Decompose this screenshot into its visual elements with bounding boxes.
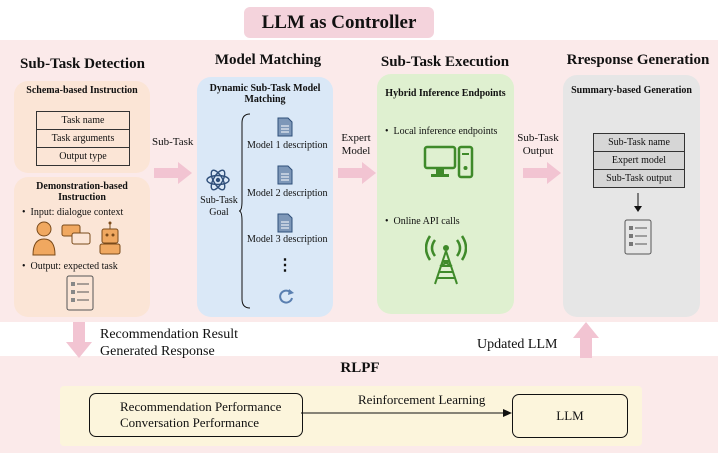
expert-model-arrow (338, 162, 376, 184)
rlpf-title: RLPF (340, 360, 380, 376)
model-document-icon (277, 117, 293, 137)
demonstration-input-label: Input: dialogue context (30, 207, 124, 218)
schema-instruction-title: Schema-based Instruction (26, 85, 138, 96)
local-endpoints-item: • Local inference endpoints (385, 126, 498, 137)
local-endpoints-label: Local inference endpoints (393, 126, 498, 137)
schema-instruction-panel: Schema-based Instruction Task name Task … (14, 81, 150, 173)
task-document-icon (66, 275, 94, 311)
model-description-2: Model 2 description (247, 188, 328, 199)
reinforcement-learning-label: Reinforcement Learning (358, 392, 486, 407)
page-title: LLM as Controller (244, 7, 434, 38)
column-title-response: Rresponse Generation (566, 52, 710, 68)
updated-llm-label: Updated LLM (477, 337, 558, 352)
performance-box: Recommendation Performance Conversation … (89, 393, 303, 437)
atom-icon (206, 169, 230, 191)
dialogue-people-icon (32, 221, 121, 256)
online-api-label: Online API calls (393, 216, 460, 227)
subtask-arrow-label: Sub-Task (152, 136, 194, 148)
conversation-performance-label: Conversation Performance (120, 415, 259, 430)
demonstration-output: • Output: expected task (22, 261, 118, 272)
model-matching-panel: Dynamic Sub-Task Model Matching Sub-Task… (197, 77, 333, 317)
model-description-1: Model 1 description (247, 140, 328, 151)
column-title-matching: Model Matching (214, 52, 322, 68)
column-title-detection: Sub-Task Detection (20, 56, 145, 72)
reinforcement-learning-arrow (301, 409, 512, 417)
subtask-arrow (154, 162, 192, 184)
demonstration-instruction-panel: Demonstration-based Instruction • Input:… (14, 177, 150, 317)
down-arrow-icon (634, 193, 642, 212)
llm-box: LLM (512, 394, 628, 438)
subtask-output-arrow-label: Sub-Task Output (517, 132, 559, 157)
schema-row: Output type (36, 147, 130, 166)
model-document-icon (277, 165, 293, 185)
expert-model-arrow-label: Expert Model (341, 132, 371, 157)
response-row: Sub-Task output (593, 169, 685, 188)
model-description-3: Model 3 description (247, 234, 328, 245)
refresh-icon (279, 289, 294, 304)
subtask-goal-label: Sub-Task Goal (200, 195, 238, 218)
matching-brace (239, 113, 251, 309)
schema-row: Task arguments (36, 129, 130, 148)
online-api-item: • Online API calls (385, 216, 460, 227)
updated-llm-up-arrow (573, 322, 599, 358)
demonstration-input: • Input: dialogue context (22, 207, 124, 218)
summary-document-icon (624, 219, 652, 255)
response-row: Sub-Task name (593, 133, 685, 152)
computer-icon (423, 145, 474, 179)
execution-panel: Hybrid Inference Endpoints • Local infer… (377, 74, 514, 314)
schema-row: Task name (36, 111, 130, 130)
demonstration-output-label: Output: expected task (30, 261, 118, 272)
response-row: Expert model (593, 151, 685, 170)
subtask-output-arrow (523, 162, 561, 184)
response-generation-panel: Summary-based Generation Sub-Task name E… (563, 75, 700, 317)
generated-response-label: Generated Response (100, 344, 215, 359)
recommendation-down-arrow (66, 322, 92, 358)
recommendation-performance-label: Recommendation Performance (120, 399, 282, 414)
antenna-tower-icon (425, 235, 467, 285)
model-document-icon (277, 213, 293, 233)
recommendation-result-label: Recommendation Result (100, 327, 239, 342)
demonstration-instruction-title: Demonstration-based Instruction (36, 181, 128, 203)
column-title-execution: Sub-Task Execution (380, 54, 510, 70)
model-matching-title: Dynamic Sub-Task Model Matching (209, 83, 321, 105)
execution-title: Hybrid Inference Endpoints (385, 88, 506, 99)
response-generation-title: Summary-based Generation (571, 85, 692, 96)
more-models-ellipsis: ⋮ (277, 257, 293, 274)
